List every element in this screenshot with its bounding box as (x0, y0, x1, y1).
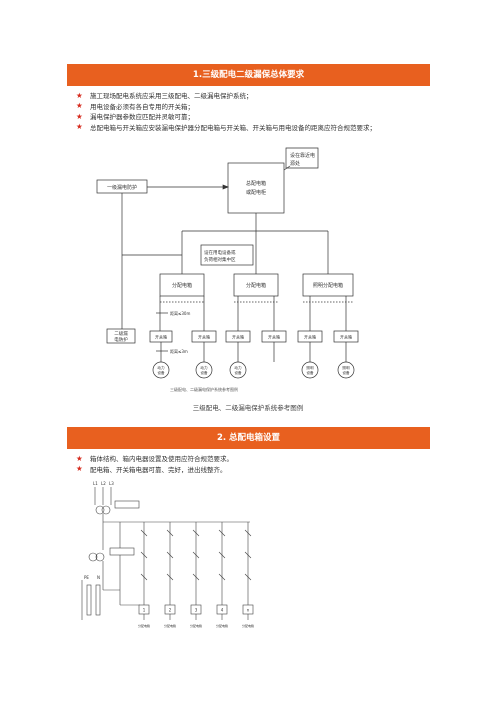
circuit-line (166, 551, 174, 559)
star-icon: ★ (76, 101, 83, 111)
circuit-branch: 3 分配电箱 (190, 522, 202, 628)
diagram-inner-caption: 三级配电、二级漏电保护系统参考图例 (170, 386, 238, 392)
distribution-box-2 (233, 273, 279, 297)
dist-box-label-1: 分配电箱 (172, 282, 192, 289)
circuit-caption: 分配电箱 (216, 623, 228, 628)
circuit-line (166, 573, 174, 581)
star-icon: ★ (76, 464, 83, 474)
device-label: 设备 (157, 370, 165, 375)
phase-label-l3: L3 (109, 481, 114, 486)
primary-leak-label: 一级漏电防护 (107, 184, 137, 191)
device-label: 动力 (234, 365, 242, 370)
circuit-number: 4 (221, 608, 224, 613)
switch-box-label: 开关箱 (268, 334, 280, 340)
note-top-1: 设在靠近电 (290, 152, 315, 159)
main-box-label-2: 或配电柜 (246, 189, 266, 196)
circuit-line (166, 529, 174, 537)
bullet-item: ★箱体结构、箱内电器设置及使用应符合规范要求。 (76, 453, 233, 464)
secondary-leak-label-2: 电防护 (114, 336, 128, 343)
star-icon: ★ (76, 453, 83, 463)
circuit-line (218, 573, 226, 581)
bullet-item: ★施工现场配电系统应采用三级配电、二级漏电保护系统； (76, 90, 253, 101)
circuit-line (192, 551, 200, 559)
circuit-caption: 分配电箱 (164, 623, 176, 628)
circuit-caption: 分配电箱 (242, 623, 254, 628)
device-label: 设备 (234, 370, 242, 375)
circuit-number: 3 (195, 608, 198, 613)
device-label: 设备 (200, 370, 208, 375)
switch-box-label: 开关箱 (198, 334, 210, 340)
circuit-line (140, 551, 148, 559)
lighting-label: 设备 (306, 370, 314, 375)
circuit-caption: 分配电箱 (138, 623, 150, 628)
section-1-bullets: ★施工现场配电系统应采用三级配电、二级漏电保护系统； ★用电设备必须有各自专用的… (76, 90, 376, 132)
secondary-leak-box (106, 328, 136, 344)
note-mid-2: 负荷相对集中区 (204, 256, 236, 263)
circuit-branch: 4 分配电箱 (216, 522, 228, 628)
phase-label-l1: L1 (93, 481, 98, 486)
note-mid-1: 设在用电设备或 (204, 249, 236, 256)
star-icon: ★ (76, 111, 83, 121)
circuit-number: n (247, 608, 250, 613)
circuit-line (244, 551, 252, 559)
circuit-number: 1 (143, 608, 146, 613)
section-1-title: 1.三级配电二级漏保总体要求 (67, 64, 430, 86)
lighting-label: 照明 (306, 365, 314, 370)
pe-label: PE (84, 575, 89, 580)
circuit-number: 2 (169, 608, 172, 613)
main-box-label-1: 总配电箱 (246, 180, 266, 187)
switch-box-label: 开关箱 (232, 334, 244, 340)
dist-box-label-2: 分配电箱 (246, 282, 266, 289)
switch-box-label: 开关箱 (340, 334, 352, 340)
main-distribution-box (227, 162, 285, 214)
lighting-label: 照明 (342, 365, 350, 370)
circuit-branch: 2 分配电箱 (164, 522, 176, 628)
distance-label-3m: 距离≤3m (170, 348, 188, 354)
circuit-line (244, 573, 252, 581)
star-icon: ★ (76, 122, 83, 132)
phase-label-l2: L2 (101, 481, 106, 486)
circuit-line (218, 551, 226, 559)
n-label: N (97, 575, 100, 580)
secondary-leak-label-1: 二级漏 (114, 330, 128, 337)
circuit-line (218, 529, 226, 537)
bullet-item: ★用电设备必须有各自专用的开关箱； (76, 101, 194, 111)
circuit-caption: 分配电箱 (190, 623, 202, 628)
switch-box-label: 开关箱 (304, 334, 316, 340)
distribution-box-1 (159, 273, 205, 297)
device-label: 动力 (200, 365, 208, 370)
circuit-line (140, 529, 148, 537)
bullet-item: ★漏电保护器参数应匹配并灵敏可靠； (76, 111, 194, 122)
switch-box-label: 开关箱 (155, 334, 167, 340)
circuit-branch: 1 分配电箱 (138, 522, 150, 628)
dist-box-label-3: 照明分配电箱 (313, 282, 343, 289)
section-2-title: 2. 总配电箱设置 (67, 427, 430, 449)
note-top-2: 源处 (290, 160, 300, 167)
circuit-branch: n 分配电箱 (242, 522, 254, 628)
bullet-item: ★配电箱、开关箱电器可靠、完好，进出线整齐。 (76, 464, 227, 474)
circuit-line (192, 529, 200, 537)
star-icon: ★ (76, 90, 83, 100)
lighting-label: 设备 (342, 370, 350, 375)
lighting-distribution-box (302, 273, 354, 297)
section-2-bullets: ★箱体结构、箱内电器设置及使用应符合规范要求。 ★配电箱、开关箱电器可靠、完好，… (76, 453, 233, 474)
bullet-item: ★总配电箱与开关箱应安装漏电保护器分配电箱与开关箱、开关箱与用电设备的距离应符合… (76, 122, 376, 132)
circuit-line (192, 573, 200, 581)
distance-label-30m: 距离≤30m (170, 310, 190, 316)
figure-caption: 三级配电、二级漏电保护系统参考图例 (192, 404, 304, 412)
circuit-line (140, 573, 148, 581)
device-label: 动力 (157, 365, 165, 370)
circuit-line (244, 529, 252, 537)
